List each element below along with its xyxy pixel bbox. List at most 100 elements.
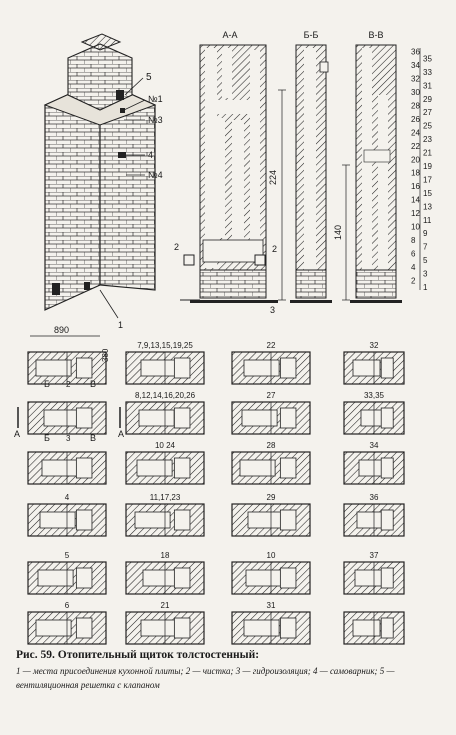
row-number: 14 [411, 196, 420, 205]
row-number: 16 [411, 182, 420, 191]
course-plan: 11,17,23 [125, 493, 205, 537]
dim-224: 224 [268, 170, 278, 185]
cut-a-right: А [118, 429, 124, 439]
course-plan-label: 18 [161, 551, 170, 560]
caption-legend: 1 — места присоединения кухонной плиты; … [16, 666, 395, 690]
course-plan: 10 24 [125, 441, 205, 485]
course-plan: 28 [231, 441, 311, 485]
row-number: 27 [423, 108, 432, 117]
row-number: 31 [423, 81, 432, 90]
course-plan: 27 [231, 391, 311, 435]
course-plan: 33,35 [343, 391, 405, 435]
course-plan-label: 33,35 [364, 391, 385, 400]
course-plan-label: 31 [267, 601, 276, 610]
row-number: 20 [411, 155, 420, 164]
course-plan-label: 10 24 [155, 441, 176, 450]
row-number: 21 [423, 149, 432, 158]
callout-n3: №3 [148, 115, 163, 125]
section-title-v: В-В [368, 30, 383, 40]
callout-n1: №1 [148, 94, 163, 104]
row-number: 7 [423, 243, 428, 252]
row-number: 29 [423, 95, 432, 104]
course-plan-label: 32 [370, 341, 379, 350]
course-plan [27, 451, 107, 485]
row-number: 25 [423, 122, 432, 131]
course-plan: 32 [343, 341, 405, 385]
dim-140: 140 [333, 225, 343, 240]
row-number: 5 [423, 256, 428, 265]
row-number: 6 [411, 249, 416, 258]
mark-2-left: 2 [174, 242, 179, 252]
callout-4: 4 [148, 150, 153, 160]
row-number: 19 [423, 162, 432, 171]
course-plan-label: 27 [267, 391, 276, 400]
row-number: 2 [411, 276, 416, 285]
course-plan: 36 [343, 493, 405, 537]
course-plan [27, 401, 107, 435]
section-title-a: А-А [222, 30, 237, 40]
course-plans-grid: 7,9,13,15,19,25 22 32 8,12,14,16,20,26 27 33,… [27, 341, 405, 645]
cut-v-left: В [90, 433, 96, 443]
row-number: 30 [411, 88, 420, 97]
callout-5: 5 [146, 72, 152, 83]
samovar-outlet-icon [118, 152, 126, 158]
row-number: 32 [411, 75, 420, 84]
course-plan-label: 10 [267, 551, 276, 560]
course-plan: 22 [231, 341, 311, 385]
course-plan: 37 [343, 551, 405, 595]
vent-grate-icon [116, 90, 124, 100]
cut-b-right: Б [44, 433, 50, 443]
course-plan: 5 [27, 551, 107, 595]
row-number: 10 [411, 223, 420, 232]
course-plan: 6 [27, 601, 107, 645]
row-number: 15 [423, 189, 432, 198]
course-plan-label: 4 [65, 493, 70, 502]
row-number-scale: 3635343332313029282726252423222120191817… [411, 48, 432, 292]
course-plan: 29 [231, 493, 311, 537]
course-plan-label: 7,9,13,15,19,25 [137, 341, 193, 350]
section-a-a: А-А 224 2 2 3 [174, 30, 286, 315]
cleanout-icon [84, 282, 90, 290]
row-number: 23 [423, 135, 432, 144]
row-number: 22 [411, 142, 420, 151]
row-number: 12 [411, 209, 420, 218]
row-number: 8 [411, 236, 416, 245]
course-plan: 31 [231, 601, 311, 645]
row-number: 24 [411, 128, 420, 137]
row-number: 26 [411, 115, 420, 124]
course-plan: 34 [343, 441, 405, 485]
course-plan: 7,9,13,15,19,25 [125, 341, 205, 385]
row-number: 4 [411, 263, 416, 272]
course-plan-label: 6 [65, 601, 70, 610]
cut-a-left: А [14, 429, 20, 439]
course-plan-label: 5 [65, 551, 70, 560]
row-number: 11 [423, 216, 432, 225]
course-plan-label: 8,12,14,16,20,26 [135, 391, 196, 400]
callout-n4: №4 [148, 170, 163, 180]
course-plan-label: 29 [267, 493, 276, 502]
plan-no-3: 3 [66, 434, 71, 443]
course-plan: 4 [27, 493, 107, 537]
row-number: 17 [423, 175, 432, 184]
course-plan: 18 [125, 551, 205, 595]
mark-3: 3 [270, 305, 275, 315]
course-plan: 21 [125, 601, 205, 645]
row-number: 35 [423, 54, 432, 63]
figure-caption: Рис. 59. Отопительный щиток толстостенны… [16, 648, 446, 692]
dim-890: 890 [54, 325, 69, 335]
caption-title: Рис. 59. Отопительный щиток толстостенны… [16, 649, 260, 661]
callout-1: 1 [118, 320, 123, 330]
section-b-b: Б-Б [290, 30, 332, 303]
course-plan-label: 11,17,23 [150, 493, 181, 502]
fire-door-icon [52, 283, 60, 295]
row-number: 33 [423, 68, 432, 77]
course-plan-label: 28 [267, 441, 276, 450]
row-number: 9 [423, 229, 428, 238]
section-v-v: В-В 140 [333, 30, 402, 303]
row-number: 28 [411, 102, 420, 111]
row-number: 3 [423, 270, 428, 279]
course-plan-label: 21 [161, 601, 170, 610]
course-plan-label: 34 [370, 441, 379, 450]
course-plan-label: 36 [370, 493, 379, 502]
